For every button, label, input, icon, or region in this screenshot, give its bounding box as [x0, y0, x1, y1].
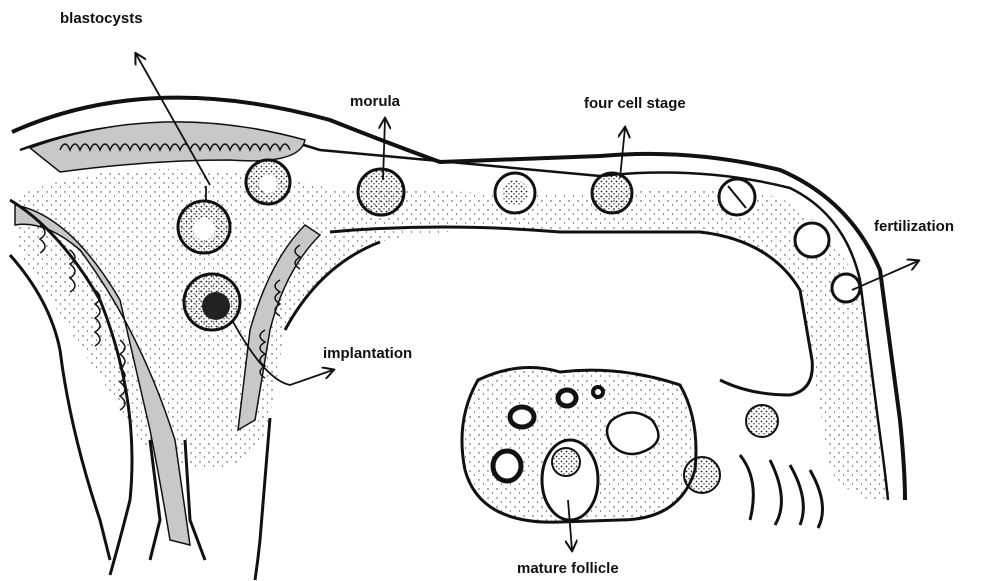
uterine-cavity	[18, 169, 890, 501]
label-morula: morula	[350, 93, 400, 110]
blastocyst-2-cavity	[193, 218, 215, 240]
ovary-follicle	[493, 451, 521, 481]
blastocyst-1-cavity	[259, 175, 277, 193]
label-mature-follicle: mature follicle	[517, 560, 619, 577]
oocyte-fimbria	[746, 405, 778, 437]
ovary-follicle	[558, 390, 576, 406]
label-implantation: implantation	[323, 345, 412, 362]
ovulated-oocyte	[684, 457, 720, 493]
label-four-cell-stage: four cell stage	[584, 95, 686, 112]
implanting-embryo-core	[202, 292, 230, 320]
blastocysts-pointer	[136, 54, 210, 185]
fertilized-egg	[795, 223, 829, 257]
label-fertilization: fertilization	[874, 218, 954, 235]
fertilization-pointer	[852, 261, 918, 290]
corpus-luteum	[607, 413, 658, 455]
oocyte	[552, 448, 580, 476]
ovary-follicle	[593, 387, 603, 397]
fimbriae	[740, 455, 823, 528]
morula-embryo	[358, 169, 404, 215]
four-cell-embryo	[592, 173, 632, 213]
label-blastocysts: blastocysts	[60, 10, 143, 27]
eight-cell-embryo-cells	[502, 180, 528, 206]
ovary-follicle	[510, 407, 534, 427]
